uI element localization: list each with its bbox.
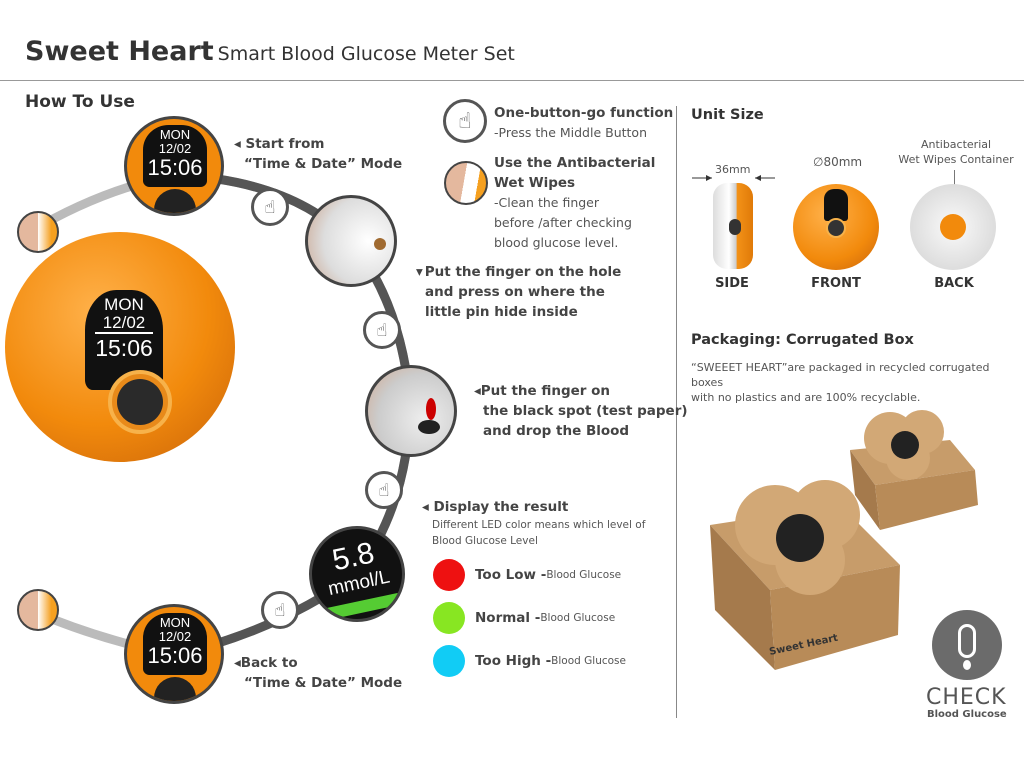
- step-back-text: ◂Back to“Time & Date” Mode: [234, 655, 403, 691]
- front-view: [793, 184, 879, 270]
- dimension-arrows: [692, 175, 775, 181]
- press-button-icon: ☝: [261, 591, 299, 629]
- middle-button: [108, 370, 172, 434]
- packaging-desc: “SWEEET HEART”are packaged in recycled c…: [691, 361, 990, 404]
- finger-press-image: [305, 195, 397, 287]
- packaging-boxes: Sweet Heart: [710, 410, 978, 670]
- level-list: Too Low -Blood Glucose Normal -Blood Glu…: [433, 553, 626, 682]
- level-too-low: Too Low -Blood Glucose: [433, 553, 626, 596]
- brand-name: Sweet Heart: [25, 36, 214, 67]
- header-divider: [0, 80, 1024, 81]
- how-to-use-heading: How To Use: [25, 92, 135, 112]
- logo-sub: Blood Glucose: [927, 709, 1007, 720]
- side-dimension: 36mm: [715, 163, 751, 176]
- label-front: FRONT: [811, 276, 861, 291]
- level-too-high: Too High -Blood Glucose: [433, 639, 626, 682]
- red-led-dot: [433, 558, 465, 591]
- wipes-legend-icon: [444, 161, 488, 205]
- screen-time: 15:06: [95, 335, 153, 361]
- screen-date: 12/02: [95, 314, 153, 334]
- one-button-legend: One-button-go function-Press the Middle …: [494, 105, 674, 140]
- label-back: BACK: [934, 276, 974, 291]
- unit-size-heading: Unit Size: [691, 107, 764, 123]
- press-button-icon: ☝: [251, 188, 289, 226]
- label-side: SIDE: [715, 276, 749, 291]
- one-button-icon: ☝: [443, 99, 487, 143]
- press-button-icon: ☝: [363, 311, 401, 349]
- screen-day: MON: [104, 295, 144, 314]
- check-logo: [932, 610, 1002, 680]
- column-divider: [676, 106, 677, 718]
- front-dimension: ∅80mm: [813, 155, 863, 169]
- logo-word: CHECK: [926, 685, 1007, 710]
- finger-blood-image: [365, 365, 457, 457]
- wipes-icon: [17, 589, 59, 631]
- meter-device: MON 12/02 15:06: [5, 232, 235, 462]
- step-start-text: ◂ Start from“Time & Date” Mode: [234, 136, 403, 172]
- packaging-heading: Packaging: Corrugated Box: [691, 332, 914, 348]
- subtitle: Smart Blood Glucose Meter Set: [217, 43, 515, 65]
- blue-led-dot: [433, 644, 465, 677]
- level-normal: Normal -Blood Glucose: [433, 596, 626, 639]
- back-view: [910, 184, 996, 270]
- side-view: [713, 183, 753, 269]
- green-led-dot: [433, 601, 465, 634]
- wipes-icon: [17, 211, 59, 253]
- press-button-icon: ☝: [365, 471, 403, 509]
